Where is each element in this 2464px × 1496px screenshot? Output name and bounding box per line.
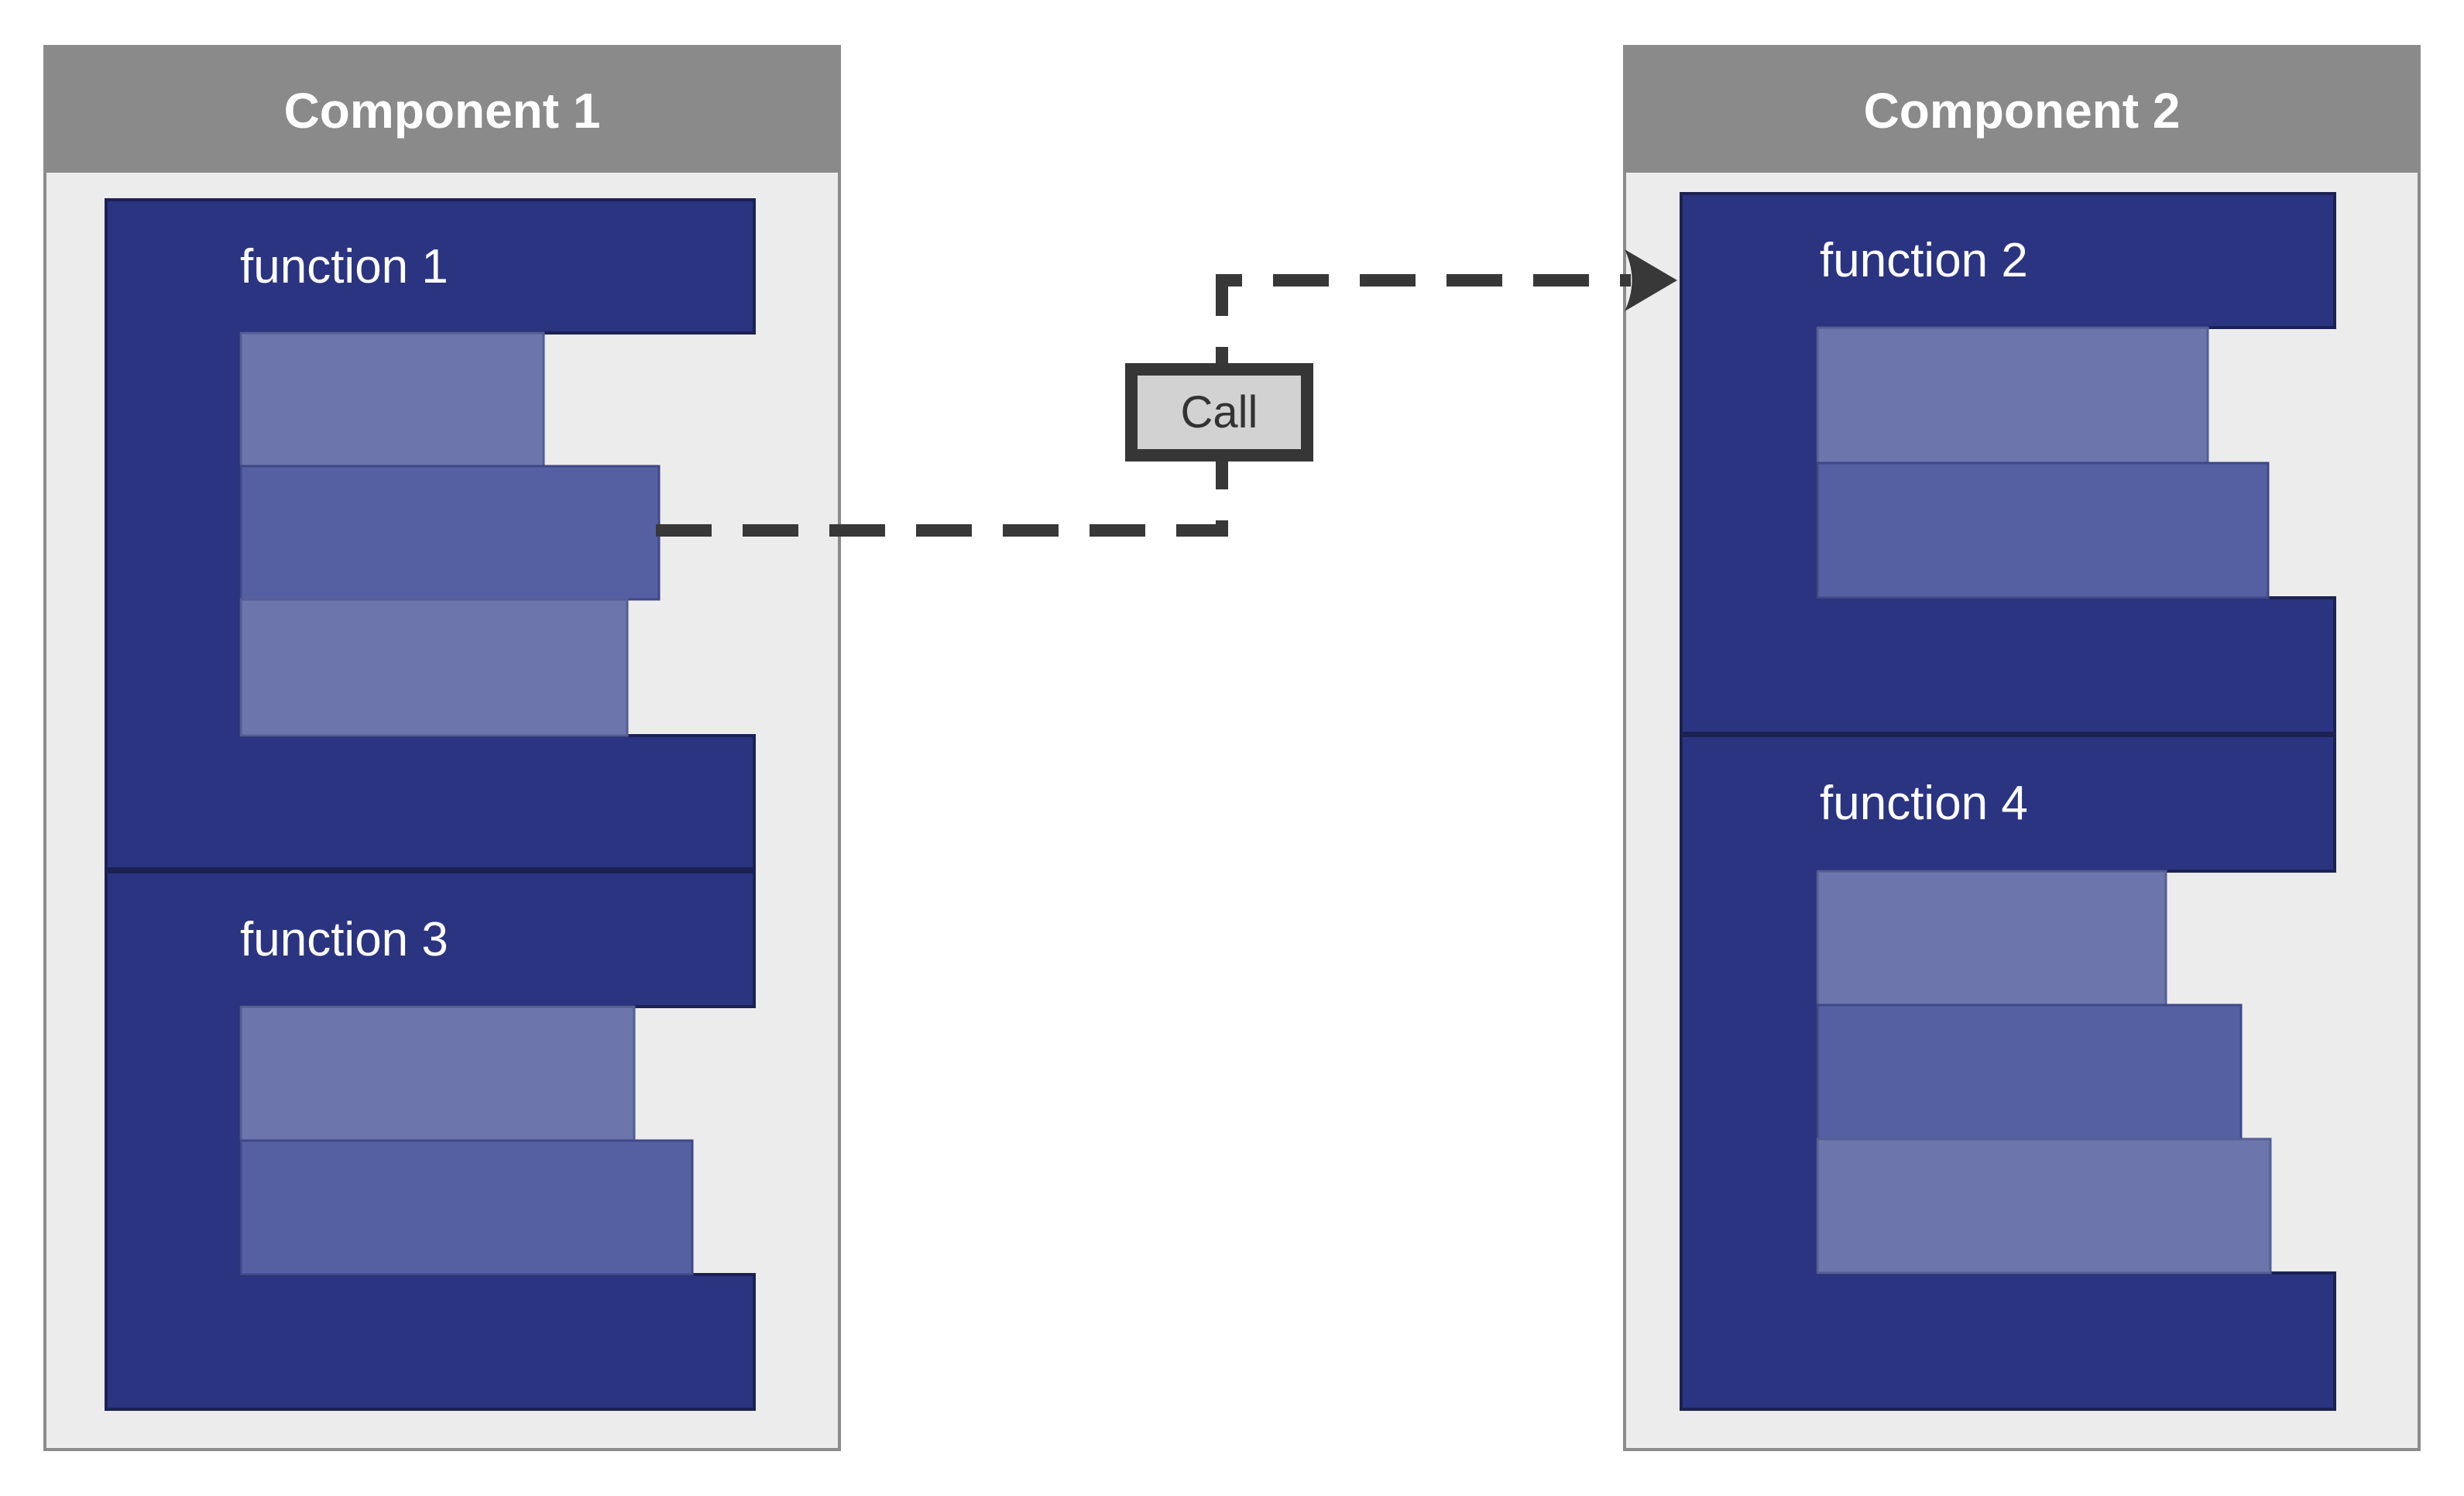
component-2-functions-graphic — [1680, 192, 2336, 1411]
function-3-subcall-bar-1 — [239, 1005, 636, 1142]
function-2-subcall-bar-1 — [1816, 326, 2209, 465]
function-3-subcall-bar-2 — [239, 1139, 694, 1276]
function-4-subcall-bar-3 — [1816, 1137, 2272, 1275]
function-4-subcall-bar-2 — [1816, 1004, 2243, 1141]
function-4-subcall-bar-1 — [1816, 870, 2167, 1007]
call-label-box: Call — [1125, 363, 1313, 461]
function-1-subcall-bar-3 — [239, 598, 629, 737]
component-1-title: Component 1 — [283, 82, 601, 139]
call-label: Call — [1180, 387, 1258, 437]
component-2-box: Component 2 function 2 function 4 — [1623, 45, 2421, 1451]
component-1-box: Component 1 function 1 function 3 — [43, 45, 841, 1451]
component-2-title: Component 2 — [1863, 82, 2181, 139]
function-1-subcall-bar-2 — [239, 465, 661, 601]
function-1-subcall-bar-1 — [239, 331, 545, 468]
component-2-title-bar: Component 2 — [1626, 48, 2418, 173]
component-1-title-bar: Component 1 — [46, 48, 838, 173]
component-1-functions-graphic — [105, 198, 756, 1411]
function-2-subcall-bar-2 — [1816, 461, 2270, 599]
